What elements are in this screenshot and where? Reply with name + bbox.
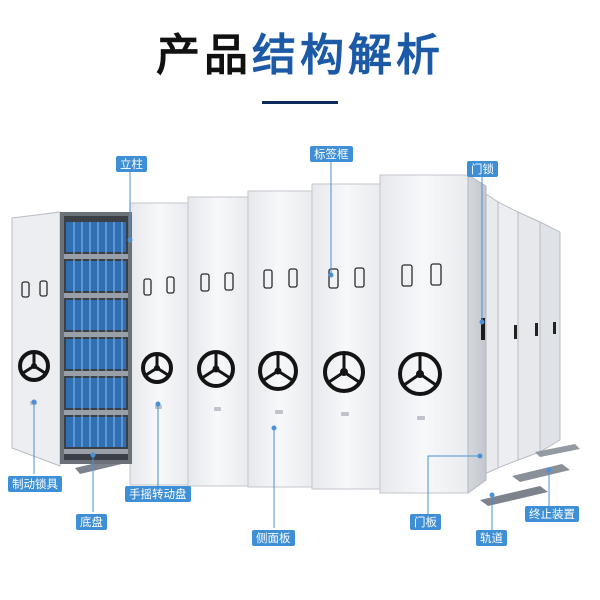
page-title: 产品结构解析 — [0, 28, 600, 84]
label-upright-post: 立柱 — [116, 156, 147, 172]
label-label-frame: 标签框 — [310, 146, 353, 162]
label-base-plate: 底盘 — [76, 514, 107, 530]
cabinet-fronts — [129, 174, 487, 494]
label-brake-lock: 制动锁具 — [8, 476, 62, 492]
label-end-stop: 终止装置 — [525, 506, 579, 522]
label-frame-slots — [21, 263, 442, 298]
title-main: 产品 — [156, 30, 252, 81]
title-accent: 结构解析 — [252, 30, 444, 81]
hand-crank-wheels — [18, 350, 442, 396]
open-shelf-unit — [11, 211, 132, 467]
label-rail: 轨道 — [476, 530, 507, 546]
callout-leader-lines — [31, 161, 552, 530]
label-door-panel: 门板 — [410, 514, 441, 530]
label-side-panel: 侧面板 — [252, 530, 295, 546]
rear-cabinet-units — [479, 189, 561, 477]
label-door-lock: 门锁 — [467, 161, 498, 177]
label-hand-crank-disc: 手摇转动盘 — [125, 486, 191, 502]
title-underline — [262, 101, 338, 104]
